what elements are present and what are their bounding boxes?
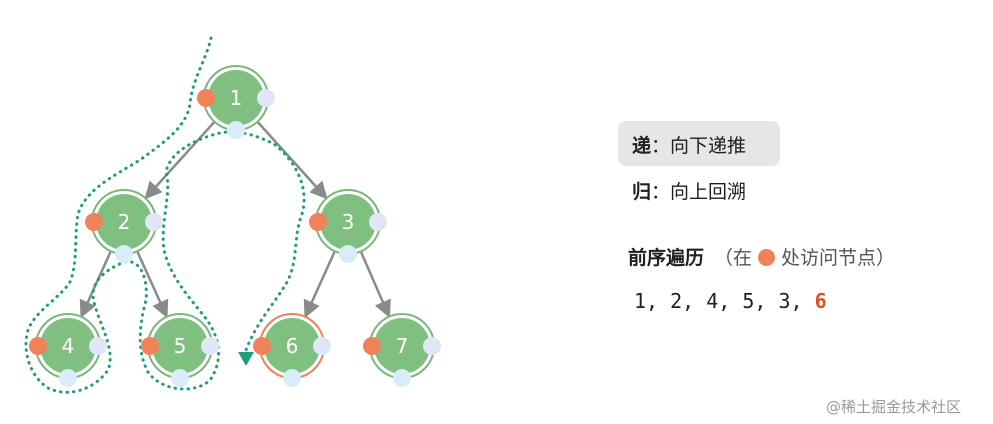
in-visit-dot-icon <box>257 89 275 107</box>
traversal-path <box>24 36 306 394</box>
node-circle <box>320 194 376 250</box>
legend-recurse-key: 递 <box>632 135 652 157</box>
tree-node-6: 6 <box>253 313 331 387</box>
edge-3-6 <box>303 250 336 319</box>
edge-1-3 <box>256 120 328 200</box>
tree-node-1: 1 <box>197 65 275 139</box>
node-label: 4 <box>62 334 75 358</box>
node-label: 1 <box>230 86 243 110</box>
visit-sequence: 1, 2, 4, 5, 3, 6 <box>634 289 827 313</box>
tree-node-3: 3 <box>309 189 387 263</box>
in-visit-dot-icon <box>423 337 441 355</box>
tree-node-4: 4 <box>29 313 107 387</box>
in-visit-dot-icon <box>369 213 387 231</box>
node-label: 2 <box>118 210 131 234</box>
watermark: @稀土掘金技术社区 <box>826 398 962 416</box>
edge-2-4 <box>79 250 112 319</box>
tree-node-7: 7 <box>363 313 441 387</box>
edges-layer <box>79 120 391 319</box>
node-label: 6 <box>286 334 299 358</box>
post-visit-dot-icon <box>171 369 189 387</box>
caption-title: 前序遍历 <box>628 247 705 269</box>
pre-visit-dot-icon <box>29 337 47 355</box>
legend-recurse-text: 向下递推 <box>670 135 747 157</box>
node-label: 5 <box>174 334 187 358</box>
pre-visit-dot-icon <box>309 213 327 231</box>
tree-node-5: 5 <box>141 313 219 387</box>
traversal-caption: 前序遍历 （在 处访问节点） <box>628 243 895 270</box>
post-visit-dot-icon <box>59 369 77 387</box>
caption-note: （在 处访问节点） <box>714 247 895 269</box>
sequence-current: 6 <box>814 289 827 313</box>
traversal-path-line <box>24 36 306 394</box>
in-visit-dot-icon <box>89 337 107 355</box>
in-visit-dot-icon <box>145 213 163 231</box>
tree-node-2: 2 <box>85 189 163 263</box>
post-visit-dot-icon <box>115 245 133 263</box>
post-visit-dot-icon <box>393 369 411 387</box>
post-visit-dot-icon <box>227 121 245 139</box>
node-circle <box>96 194 152 250</box>
traversal-arrowhead-icon <box>238 352 254 366</box>
legend-return-sep: ： <box>651 181 671 203</box>
pre-visit-dot-icon <box>141 337 159 355</box>
legend-recurse-sep: ： <box>651 135 671 157</box>
post-visit-dot-icon <box>339 245 357 263</box>
post-visit-dot-icon <box>283 369 301 387</box>
nodes-layer: 1 2 3 4 5 6 7 <box>29 65 441 387</box>
sequence-visited: 1, 2, 4, 5, 3, <box>634 289 815 313</box>
legend-return-text: 向上回溯 <box>670 181 747 203</box>
edge-2-5 <box>136 250 169 319</box>
pre-visit-dot-icon <box>253 337 271 355</box>
in-visit-dot-icon <box>313 337 331 355</box>
node-label: 7 <box>396 334 409 358</box>
pre-visit-dot-icon <box>363 337 381 355</box>
edge-1-2 <box>144 120 216 200</box>
node-circle <box>40 318 96 374</box>
node-circle <box>264 318 320 374</box>
pre-visit-dot-icon <box>197 89 215 107</box>
pre-visit-dot-icon <box>758 249 776 266</box>
caption-note-close: 处访问节点） <box>781 247 896 269</box>
legend-return-key: 归 <box>632 181 652 203</box>
pre-visit-dot-icon <box>85 213 103 231</box>
legend-return: 归：向上回溯 <box>632 177 746 204</box>
caption-note-open: （在 <box>714 247 753 269</box>
edge-3-7 <box>359 250 391 319</box>
node-label: 3 <box>342 210 355 234</box>
legend-highlight <box>618 121 780 166</box>
legend-recurse: 递：向下递推 <box>632 131 746 158</box>
in-visit-dot-icon <box>201 337 219 355</box>
node-circle <box>152 318 208 374</box>
node-circle <box>374 318 430 374</box>
node-circle <box>208 70 264 126</box>
